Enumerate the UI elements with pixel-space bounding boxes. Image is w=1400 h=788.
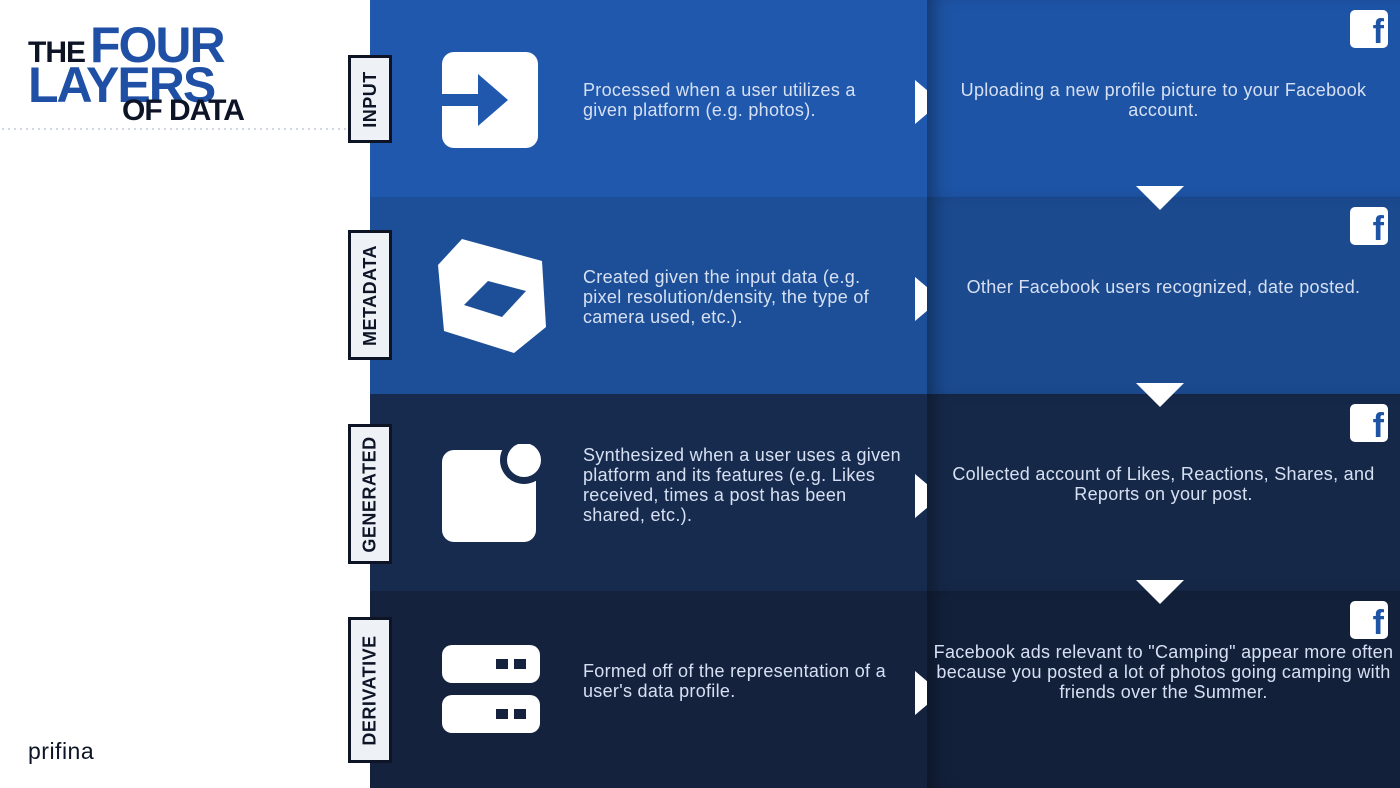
layer-example: Uploading a new profile picture to your … [960,80,1367,120]
layer-example-panel: Collected account of Likes, Reactions, S… [927,394,1400,591]
layer-example: Collected account of Likes, Reactions, S… [952,464,1375,504]
facebook-icon: f [1350,601,1388,642]
page-title: THE FOUR LAYERS OF DATA [28,17,288,132]
layer-row-derivative: DERIVATIVE Formed off of the representat… [348,591,1400,788]
title-layers: LAYERS [28,57,216,113]
brand-logo: prifina [28,738,95,764]
layer-description-panel: INPUT Processed when a user utilizes a g… [348,0,927,197]
layer-example-panel: Uploading a new profile picture to your … [927,0,1400,197]
arrow-down-marker [1136,580,1184,604]
layer-row-input: INPUT Processed when a user utilizes a g… [348,0,1400,197]
layer-description: Formed off of the representation of a us… [583,661,886,701]
layer-description: Processed when a user utilizes a given p… [583,80,856,120]
layer-row-metadata: METADATA Created given the input data (e… [348,197,1400,394]
layer-label: INPUT [348,55,392,143]
cube-icon [438,239,546,353]
layer-description: Synthesized when a user uses a given pla… [583,445,901,525]
layer-description-panel: GENERATED Synthesized when a user uses a… [348,394,927,591]
layer-description-panel: METADATA Created given the input data (e… [348,197,927,394]
layer-description: Created given the input data (e.g. pixel… [583,267,869,327]
layer-example: Facebook ads relevant to "Camping" appea… [933,642,1394,702]
layer-label: DERIVATIVE [348,617,392,763]
server-stack-icon [442,645,540,733]
layer-label: METADATA [348,230,392,360]
layer-example-panel: Other Facebook users recognized, date po… [927,197,1400,394]
layer-example-panel: Facebook ads relevant to "Camping" appea… [927,591,1400,788]
layer-label: GENERATED [348,424,392,564]
facebook-icon: f [1350,404,1388,445]
notification-badge-icon [442,444,546,542]
facebook-icon: f [1350,207,1388,248]
title-of-data: OF DATA [122,94,245,127]
facebook-icon: f [1350,10,1388,51]
arrow-down-marker [1136,186,1184,210]
title-four: FOUR [90,17,226,73]
title-the: THE [28,36,86,69]
arrow-right-icon [442,52,538,148]
layer-description-panel: DERIVATIVE Formed off of the representat… [348,591,927,788]
dotted-divider [0,128,370,130]
arrow-down-marker [1136,383,1184,407]
layer-row-generated: GENERATED Synthesized when a user uses a… [348,394,1400,591]
layer-example: Other Facebook users recognized, date po… [966,277,1361,297]
